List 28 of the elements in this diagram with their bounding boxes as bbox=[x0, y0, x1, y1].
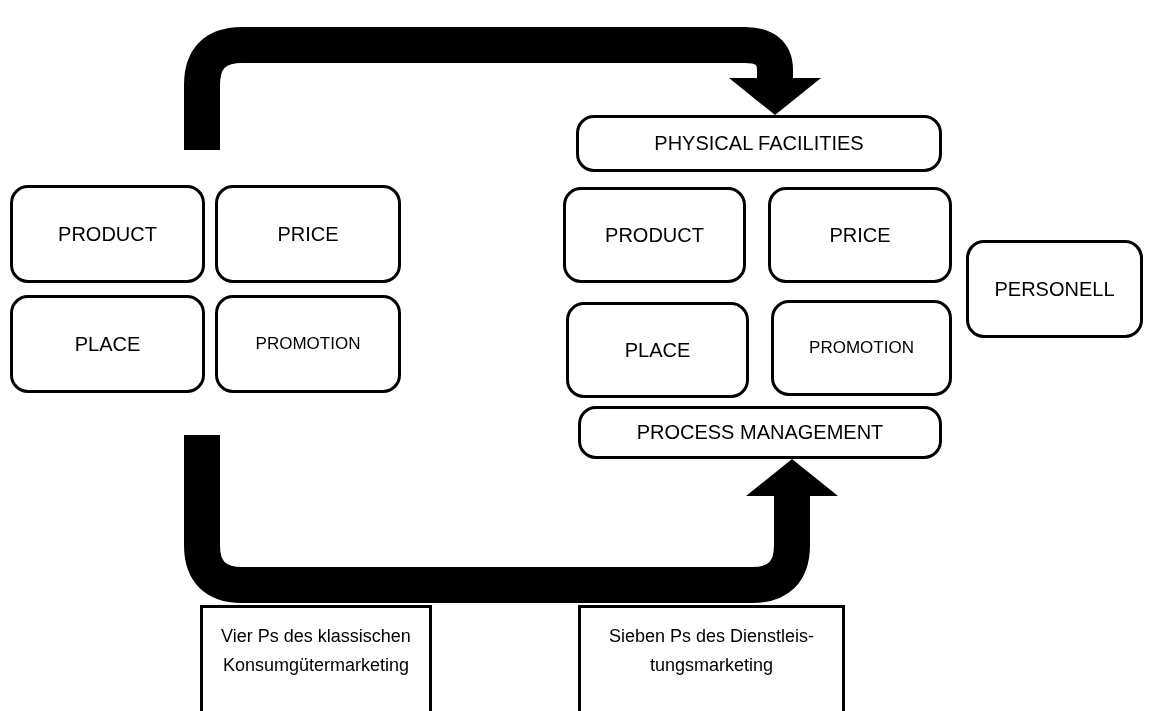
rounded-box bbox=[10, 295, 205, 393]
rounded-box bbox=[215, 295, 401, 393]
rounded-box bbox=[563, 187, 746, 283]
box-label: PHYSICAL FACILITIES bbox=[654, 132, 864, 155]
rounded-box bbox=[576, 115, 942, 172]
box-label: PLACE bbox=[74, 332, 141, 356]
box-label: PRODUCT bbox=[58, 222, 157, 246]
curved-arrow bbox=[184, 27, 821, 150]
curved-arrow bbox=[184, 435, 838, 603]
caption-text: Sieben Ps des Dienstleis- tungsmarketing bbox=[607, 625, 816, 677]
caption-box bbox=[200, 605, 432, 711]
rounded-box bbox=[966, 240, 1143, 338]
caption-text: Vier Ps des klassischen Konsumgütermarketing bbox=[220, 625, 412, 677]
caption-box bbox=[578, 605, 845, 711]
rounded-box bbox=[771, 300, 952, 396]
box-label: PROMOTION bbox=[255, 334, 361, 354]
box-label: PROCESS MANAGEMENT bbox=[636, 421, 884, 444]
box-label: PLACE bbox=[624, 338, 691, 362]
box-label: PROMOTION bbox=[809, 338, 914, 358]
box-label: PRICE bbox=[829, 223, 891, 247]
box-label: PRODUCT bbox=[605, 223, 704, 247]
box-label: PERSONELL bbox=[994, 277, 1115, 301]
rounded-box bbox=[566, 302, 749, 398]
rounded-box bbox=[10, 185, 205, 283]
rounded-box bbox=[768, 187, 952, 283]
rounded-box bbox=[578, 406, 942, 459]
box-label: PRICE bbox=[277, 222, 339, 246]
rounded-box bbox=[215, 185, 401, 283]
